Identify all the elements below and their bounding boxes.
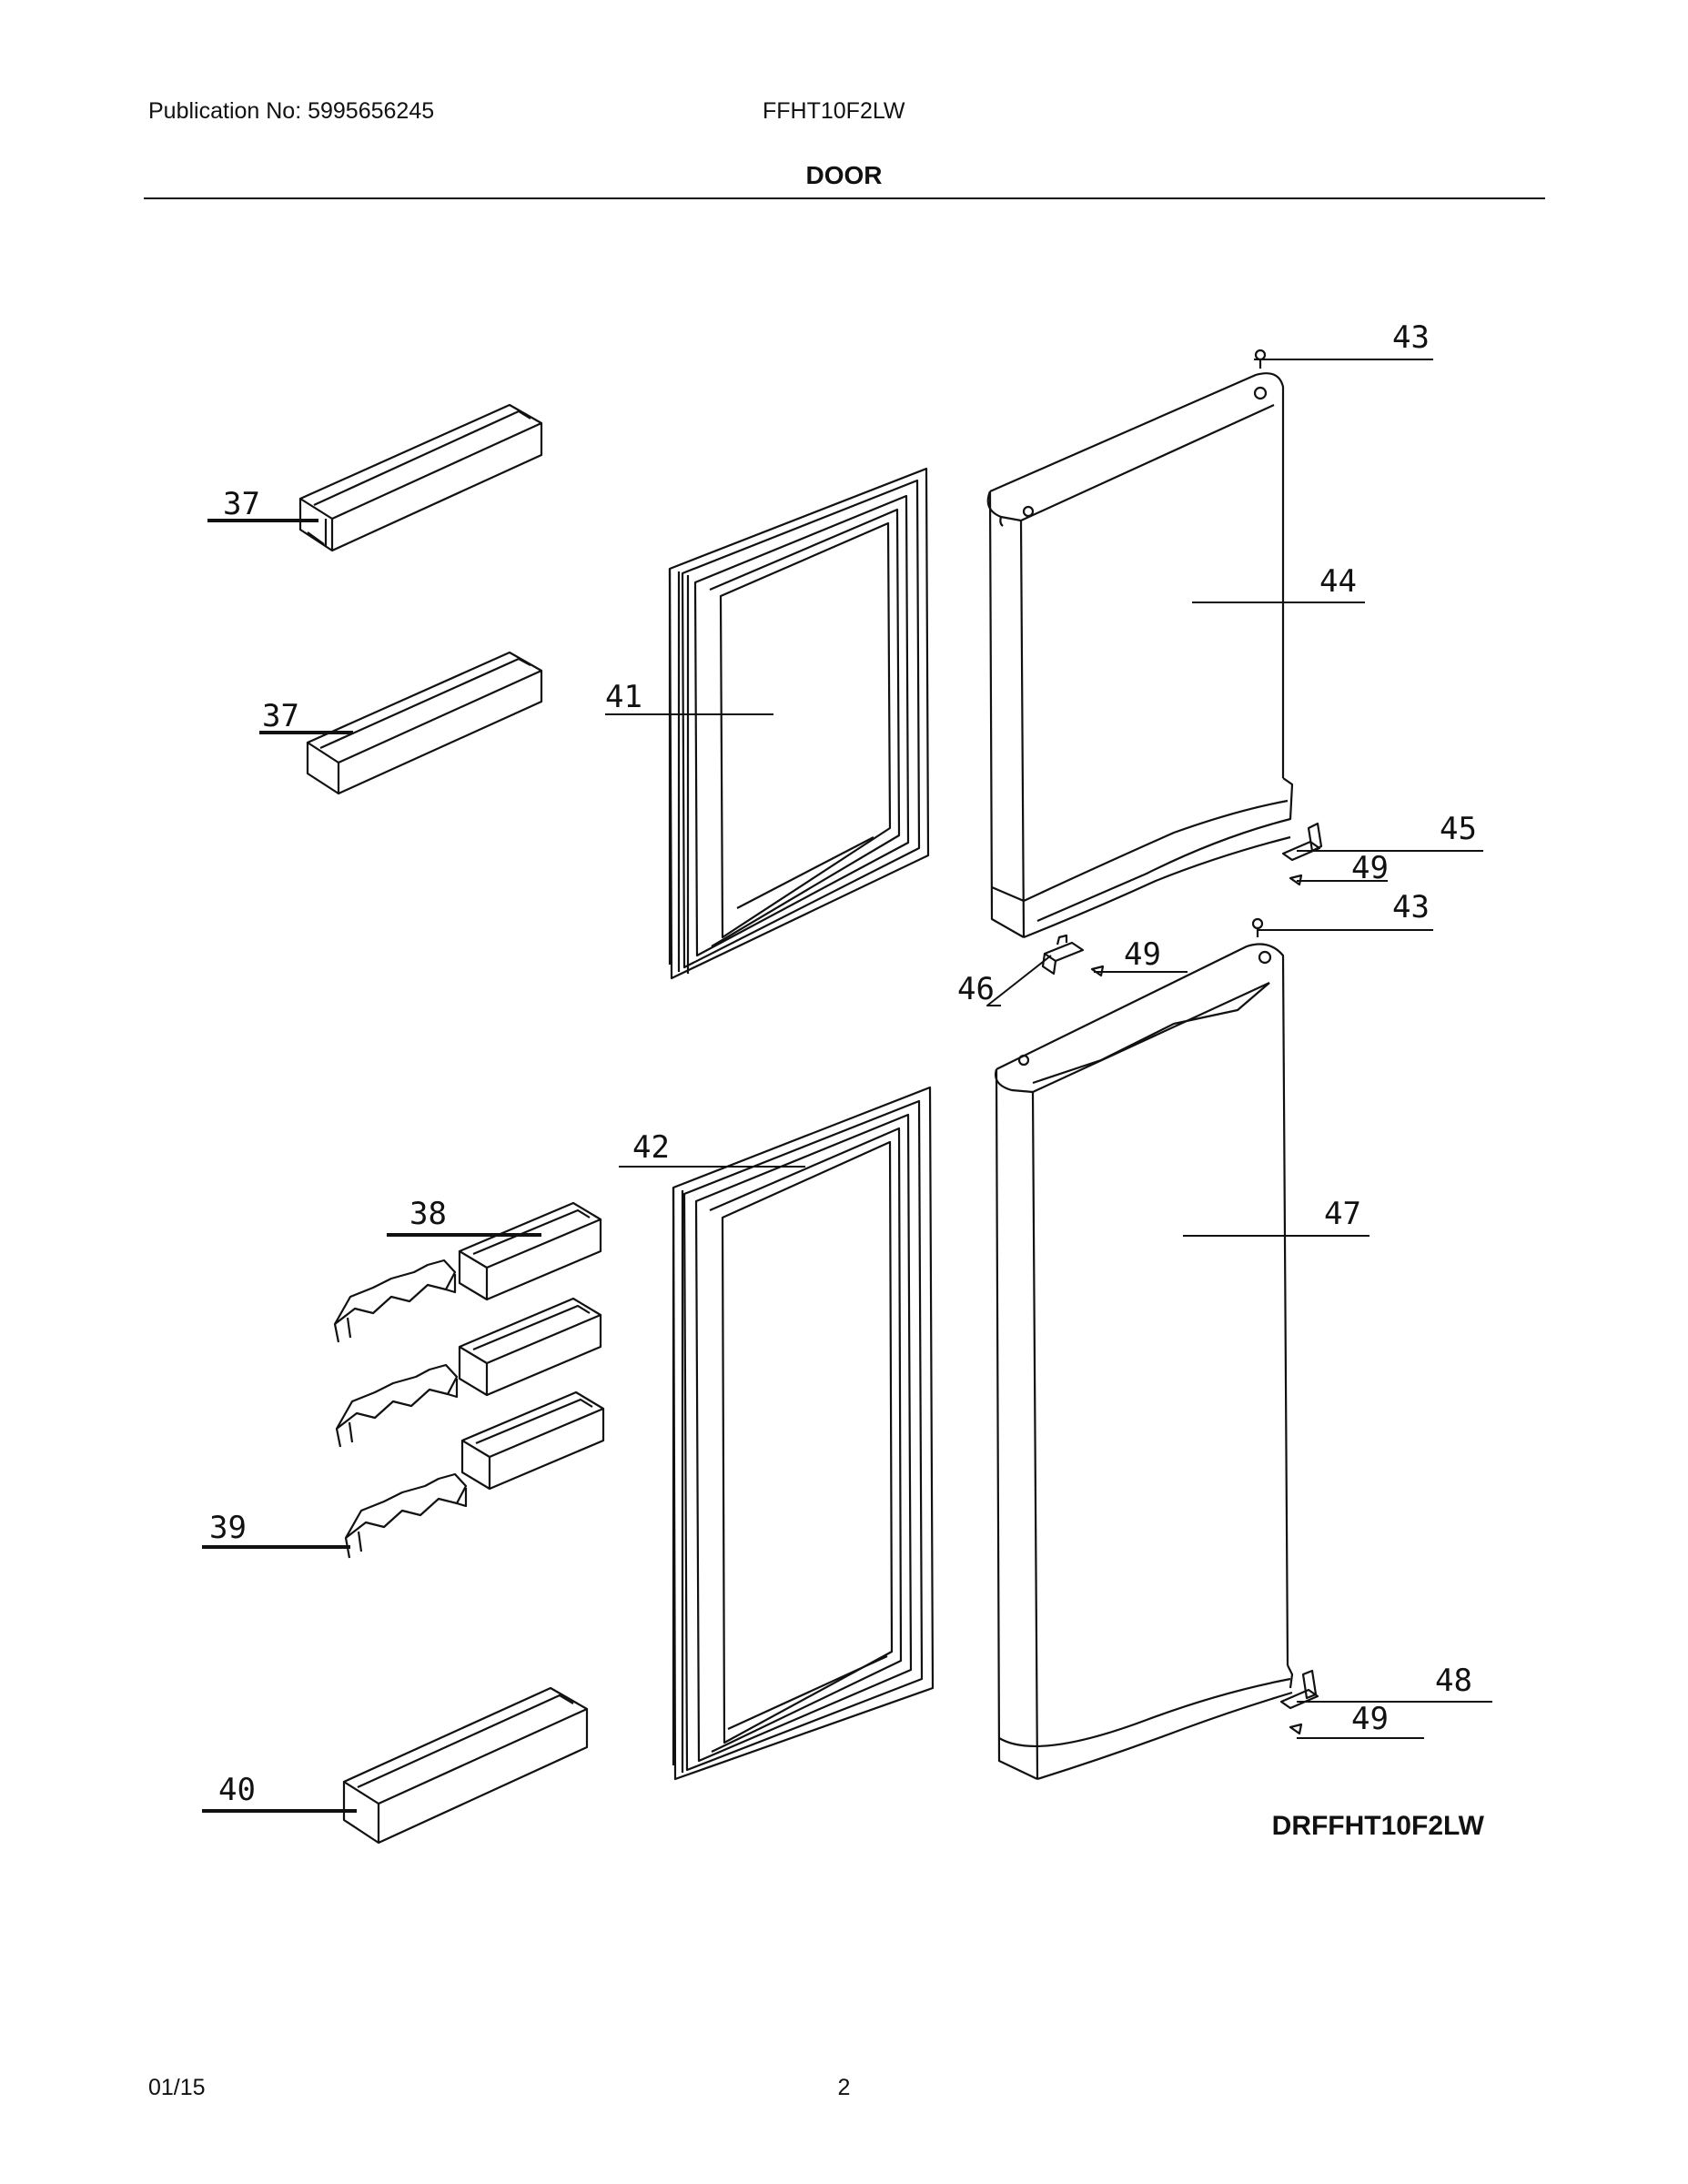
part-46-hinge xyxy=(1041,934,1085,976)
part-38-small-bin-3 xyxy=(460,1390,605,1491)
callout-43-lower: 43 xyxy=(1392,889,1430,925)
callout-46: 46 xyxy=(957,971,995,1007)
callout-37-middle: 37 xyxy=(262,698,299,734)
callout-49-lower: 49 xyxy=(1351,1701,1389,1737)
part-43-screw-lower xyxy=(1251,917,1264,937)
part-37-door-bin-upper xyxy=(298,403,543,552)
part-47-lower-door xyxy=(995,943,1294,1781)
callout-49-upper: 49 xyxy=(1351,850,1389,886)
callout-41: 41 xyxy=(605,679,642,715)
part-41-upper-door-gasket xyxy=(668,467,930,980)
callout-37-upper: 37 xyxy=(223,486,260,522)
part-45-hinge xyxy=(1281,822,1323,862)
callout-40: 40 xyxy=(218,1772,256,1808)
callout-48: 48 xyxy=(1435,1663,1472,1699)
callout-39: 39 xyxy=(209,1510,247,1546)
callout-44: 44 xyxy=(1319,563,1357,600)
page-title: DOOR xyxy=(805,161,883,189)
diagram-code: DRFFHT10F2LW xyxy=(1271,1811,1484,1841)
publication-number: Publication No: 5995656245 xyxy=(148,98,435,124)
callout-38: 38 xyxy=(409,1196,447,1232)
part-44-upper-door xyxy=(986,372,1294,939)
callout-49-middle: 49 xyxy=(1124,936,1161,973)
callout-47: 47 xyxy=(1324,1196,1361,1232)
part-37-door-bin-middle xyxy=(306,651,543,795)
footer-date: 01/15 xyxy=(148,2075,206,2100)
part-49-screw-c xyxy=(1289,1723,1303,1735)
part-39-holder-2 xyxy=(335,1363,459,1448)
part-38-small-bin-1 xyxy=(458,1201,602,1301)
callout-42: 42 xyxy=(632,1129,670,1166)
part-42-lower-door-gasket xyxy=(672,1086,935,1781)
part-39-holder-3 xyxy=(344,1472,468,1559)
page-number: 2 xyxy=(837,2075,851,2100)
part-48-hinge xyxy=(1279,1669,1319,1710)
callout-45: 45 xyxy=(1440,811,1477,847)
part-38-small-bin-2 xyxy=(458,1297,602,1397)
leader-lines xyxy=(202,359,1492,1813)
header-rule xyxy=(144,197,1545,199)
part-39-holder-1 xyxy=(333,1259,457,1343)
callout-43-upper: 43 xyxy=(1392,319,1430,356)
model-number: FFHT10F2LW xyxy=(763,98,905,124)
part-40-large-bin xyxy=(342,1686,589,1845)
